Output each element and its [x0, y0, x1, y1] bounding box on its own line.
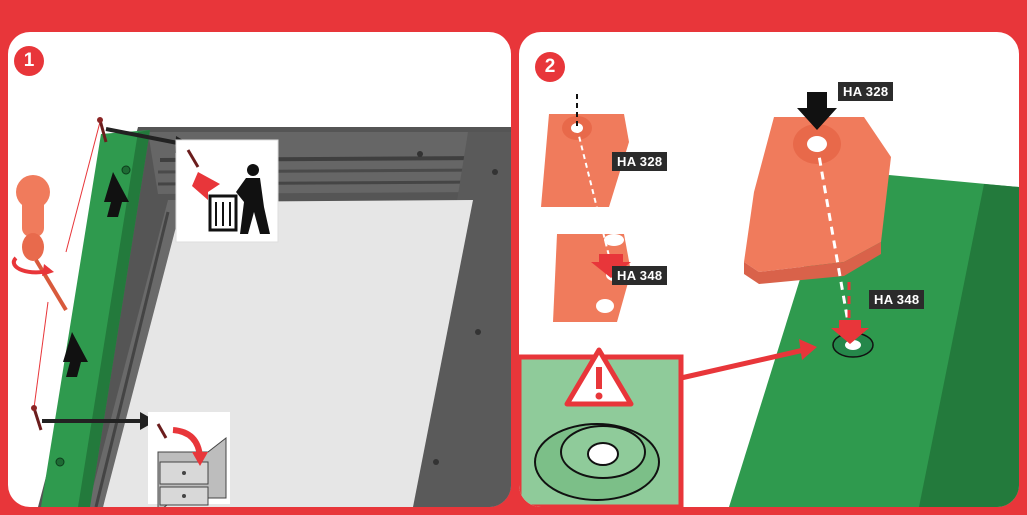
screwdriver-icon — [14, 175, 66, 310]
store-screw-icon — [148, 412, 230, 507]
label-cap-top-large: HA 328 — [838, 82, 893, 101]
cap-top-small — [541, 94, 629, 207]
step-2-illustration — [519, 32, 1019, 507]
step-2-panel — [519, 32, 1019, 507]
label-hole-large: HA 348 — [869, 290, 924, 309]
step-2-badge: 2 — [535, 52, 565, 82]
label-cap-bottom-small: HA 348 — [612, 266, 667, 285]
step-1-illustration — [8, 32, 511, 507]
screw-bottom — [31, 405, 41, 430]
step-1-badge: 1 — [14, 46, 44, 76]
label-cap-top-small: HA 328 — [612, 152, 667, 171]
step-1-panel — [8, 32, 511, 507]
discard-screw-icon — [176, 140, 278, 242]
cap-top-large — [744, 117, 891, 284]
